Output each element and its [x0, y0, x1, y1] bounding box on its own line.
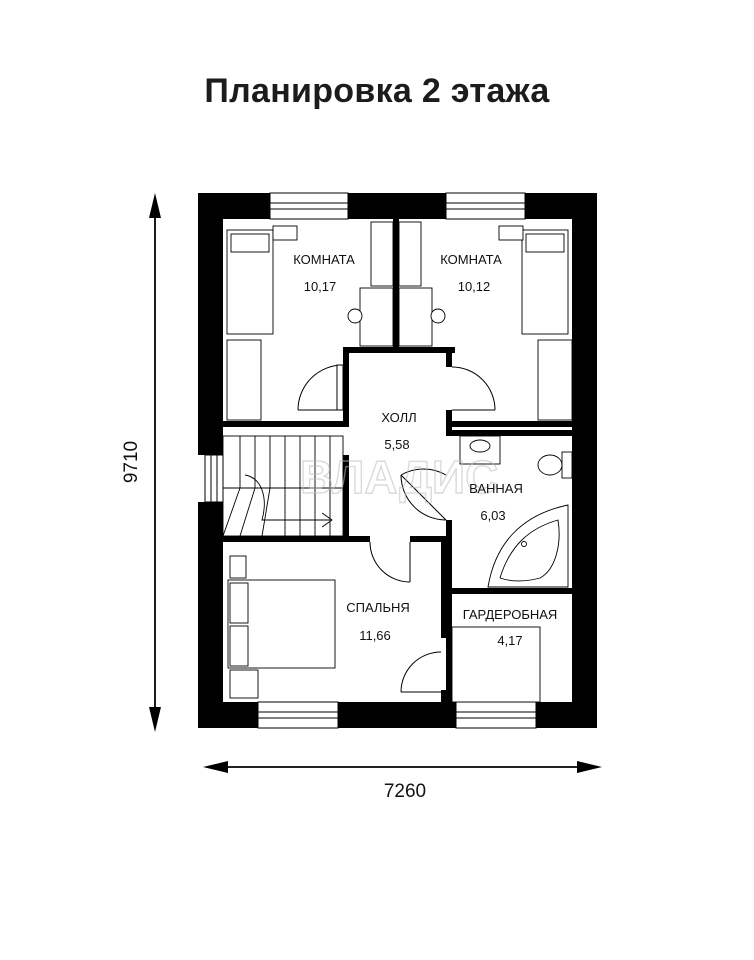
dimension-vertical: 9710 [121, 193, 161, 732]
room-area: 11,66 [359, 628, 391, 643]
desk-right [398, 287, 433, 347]
room-name: ВАННАЯ [469, 481, 523, 496]
doors [297, 364, 496, 693]
room-area: 4,17 [497, 633, 522, 648]
desk-left [359, 287, 394, 347]
windows [204, 192, 537, 729]
room-area: 5,58 [384, 437, 409, 452]
page-title: Планировка 2 этажа [204, 72, 550, 110]
dimension-horizontal: 7260 [203, 761, 602, 802]
toilet [537, 454, 563, 476]
room-name: ХОЛЛ [381, 410, 416, 425]
room-labels: КОМНАТА 10,17 КОМНАТА 10,12 ХОЛЛ 5,58 ВА… [293, 252, 557, 648]
window-bottom-left [257, 701, 339, 729]
room-area: 10,12 [458, 279, 491, 294]
furniture [226, 221, 573, 703]
room-name: КОМНАТА [293, 252, 355, 267]
room-name: ГАРДЕРОБНАЯ [463, 607, 558, 622]
dimension-width: 7260 [384, 781, 426, 802]
dimension-height: 9710 [121, 441, 142, 483]
window-top-left [269, 192, 349, 220]
room-name: КОМНАТА [440, 252, 502, 267]
interior-walls [223, 219, 572, 702]
outer-walls [198, 193, 597, 728]
room-name: СПАЛЬНЯ [346, 600, 410, 615]
window-top-right [445, 192, 526, 220]
staircase [222, 435, 344, 537]
watermark-text: ВЛАДИС [300, 451, 498, 503]
window-bottom-right [455, 701, 537, 729]
window-left-stair [204, 454, 224, 503]
room-area: 6,03 [480, 508, 505, 523]
room-area: 10,17 [304, 279, 337, 294]
